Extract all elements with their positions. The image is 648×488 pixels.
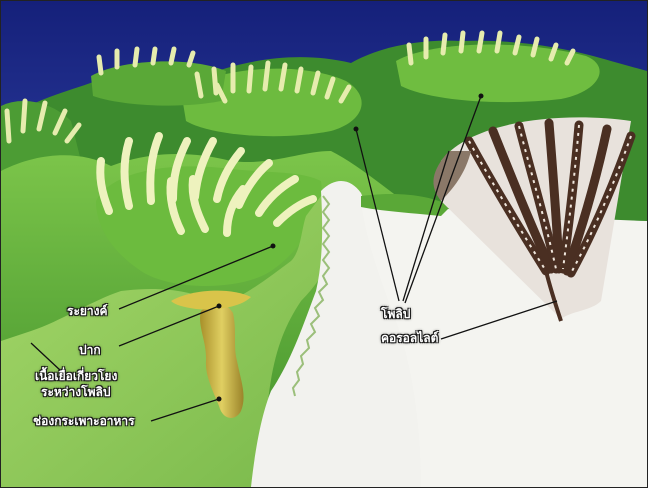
label-tentacle: ระยางค์: [67, 304, 108, 318]
label-connecting-tissue-line1: เนื้อเยื่อเกี่ยวโยง: [35, 369, 117, 383]
label-polyp: โพลิป: [381, 307, 410, 321]
label-corallite: คอรอลไลต์: [381, 331, 438, 345]
label-connecting-tissue-line2: ระหว่างโพลิป: [41, 385, 110, 399]
label-gastric-cavity: ช่องกระเพาะอาหาร: [33, 414, 135, 428]
label-mouth: ปาก: [79, 343, 101, 357]
